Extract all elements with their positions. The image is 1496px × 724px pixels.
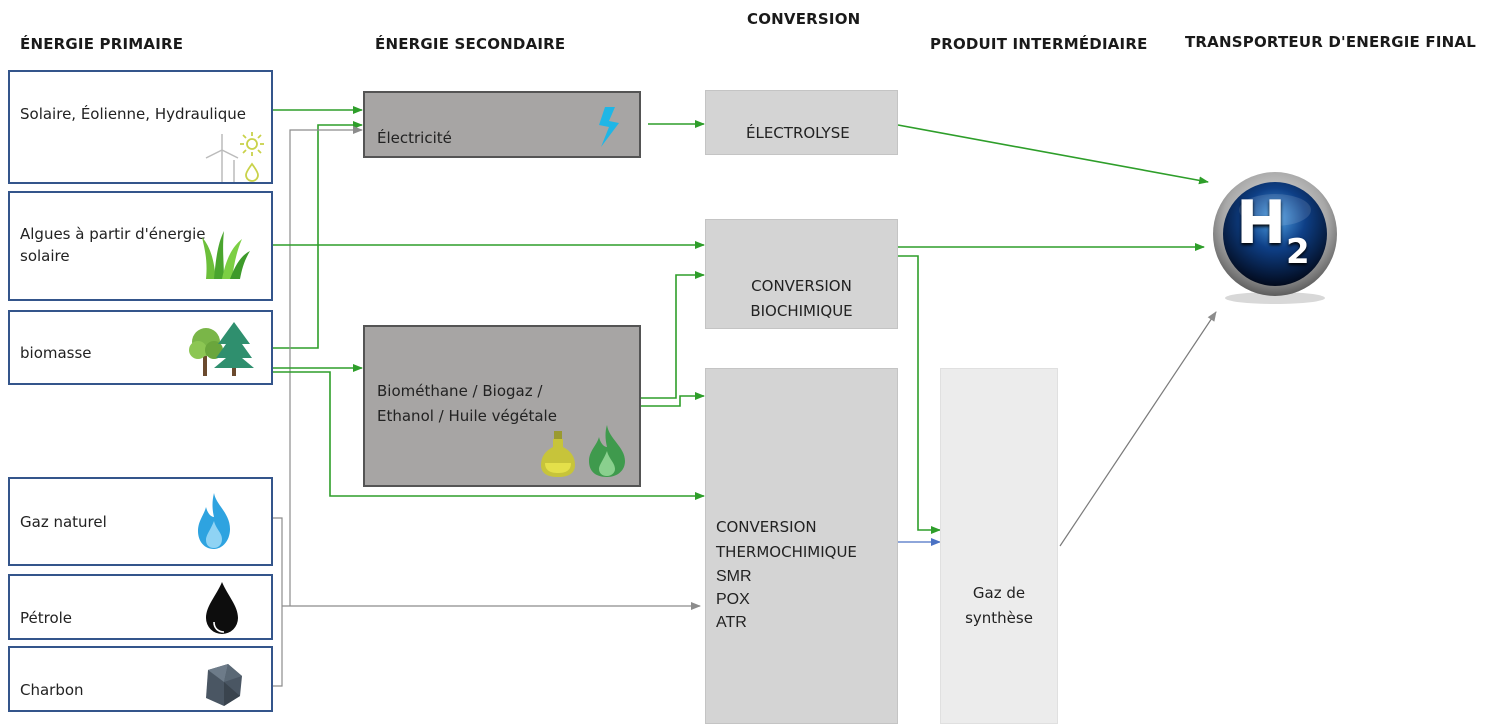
conversion-thermochemical-line2: THERMOCHIMIQUE xyxy=(716,543,857,561)
arrow-fossil-thermo xyxy=(272,517,700,687)
source-oil: Pétrole xyxy=(8,574,273,640)
intermediate-syngas: Gaz de synthèse xyxy=(940,368,1058,724)
arrow-biofuels-biochem xyxy=(640,271,705,399)
source-biomass: biomasse xyxy=(8,310,273,385)
arrow-fossil-electricity xyxy=(289,126,363,606)
sun-icon xyxy=(240,132,264,156)
wind-turbine-icon xyxy=(205,134,239,182)
hydrogen-badge-icon: H 2 xyxy=(1206,170,1344,308)
source-natural-gas: Gaz naturel xyxy=(8,477,273,566)
hydrogen-subscript: 2 xyxy=(1286,232,1310,272)
coal-icon xyxy=(206,664,242,706)
secondary-biofuels-label: Biométhane / Biogaz / Ethanol / Huile vé… xyxy=(377,379,557,429)
source-algae-label: Algues à partir d'énergie solaire xyxy=(20,223,206,267)
hydrogen-badge-graphic xyxy=(1213,172,1337,304)
source-oil-label: Pétrole xyxy=(20,609,73,627)
intermediate-syngas-label: Gaz de synthèse xyxy=(941,581,1057,631)
header-produit-intermediaire: PRODUIT INTERMÉDIAIRE xyxy=(930,35,1148,53)
header-energie-primaire: ÉNERGIE PRIMAIRE xyxy=(20,35,184,53)
intermediate-syngas-line1: Gaz de xyxy=(972,584,1026,602)
source-coal-label: Charbon xyxy=(20,681,84,699)
secondary-electricity: Électricité xyxy=(363,91,641,158)
arrow-biofuels-thermo xyxy=(640,392,705,407)
oil-drop-icon xyxy=(206,582,238,634)
source-algae-label-line1: Algues à partir d'énergie xyxy=(20,225,206,243)
process-smr: SMR xyxy=(716,568,752,585)
intermediate-syngas-line2: synthèse xyxy=(965,609,1033,627)
conversion-thermochemical-line1: CONVERSION xyxy=(716,518,817,536)
secondary-electricity-label: Électricité xyxy=(377,129,452,147)
arrow-biomass-electricity xyxy=(272,121,363,349)
process-atr: ATR xyxy=(716,614,747,631)
source-biomass-label: biomasse xyxy=(20,344,92,362)
gas-flame-icon xyxy=(198,493,230,549)
arrow-biochem-syngas xyxy=(898,255,941,534)
secondary-biofuels-line1: Biométhane / Biogaz / xyxy=(377,382,543,400)
conversion-biochemical: CONVERSION BIOCHIMIQUE xyxy=(705,219,898,329)
header-conversion: CONVERSION xyxy=(747,10,861,28)
green-flame-icon xyxy=(589,425,625,477)
source-algae: Algues à partir d'énergie solaire xyxy=(8,191,273,301)
conversion-biochemical-line2: BIOCHIMIQUE xyxy=(750,302,853,320)
header-transporteur-final: TRANSPORTEUR D'ENERGIE FINAL xyxy=(1185,33,1476,51)
secondary-biofuels-line2: Ethanol / Huile végétale xyxy=(377,407,557,425)
process-pox: POX xyxy=(716,591,750,608)
arrow-biomass-thermo xyxy=(272,371,705,500)
arrow-syngas-h2 xyxy=(1059,311,1217,547)
source-renewables: Solaire, Éolienne, Hydraulique xyxy=(8,70,273,184)
hydrogen-symbol: H xyxy=(1236,188,1287,258)
oil-bottle-icon xyxy=(541,431,575,477)
header-energie-secondaire: ÉNERGIE SECONDAIRE xyxy=(375,35,566,53)
conversion-electrolysis: ÉLECTROLYSE xyxy=(705,90,898,155)
secondary-biofuels: Biométhane / Biogaz / Ethanol / Huile vé… xyxy=(363,325,641,487)
source-renewables-label: Solaire, Éolienne, Hydraulique xyxy=(20,105,246,123)
conversion-electrolysis-label: ÉLECTROLYSE xyxy=(746,124,850,142)
conversion-thermochemical: CONVERSION THERMOCHIMIQUE SMR POX ATR xyxy=(705,368,898,724)
lightning-icon xyxy=(599,107,619,147)
trees-icon xyxy=(189,322,254,376)
conversion-biochemical-label: CONVERSION BIOCHIMIQUE xyxy=(706,274,897,324)
source-natural-gas-label: Gaz naturel xyxy=(20,513,107,531)
source-coal: Charbon xyxy=(8,646,273,712)
grass-icon xyxy=(202,231,250,279)
conversion-thermochemical-label: CONVERSION THERMOCHIMIQUE SMR POX ATR xyxy=(716,515,857,634)
conversion-biochemical-line1: CONVERSION xyxy=(751,277,852,295)
arrow-electrolysis-h2 xyxy=(897,124,1209,185)
water-drop-icon xyxy=(245,162,259,182)
source-algae-label-line2: solaire xyxy=(20,247,70,265)
